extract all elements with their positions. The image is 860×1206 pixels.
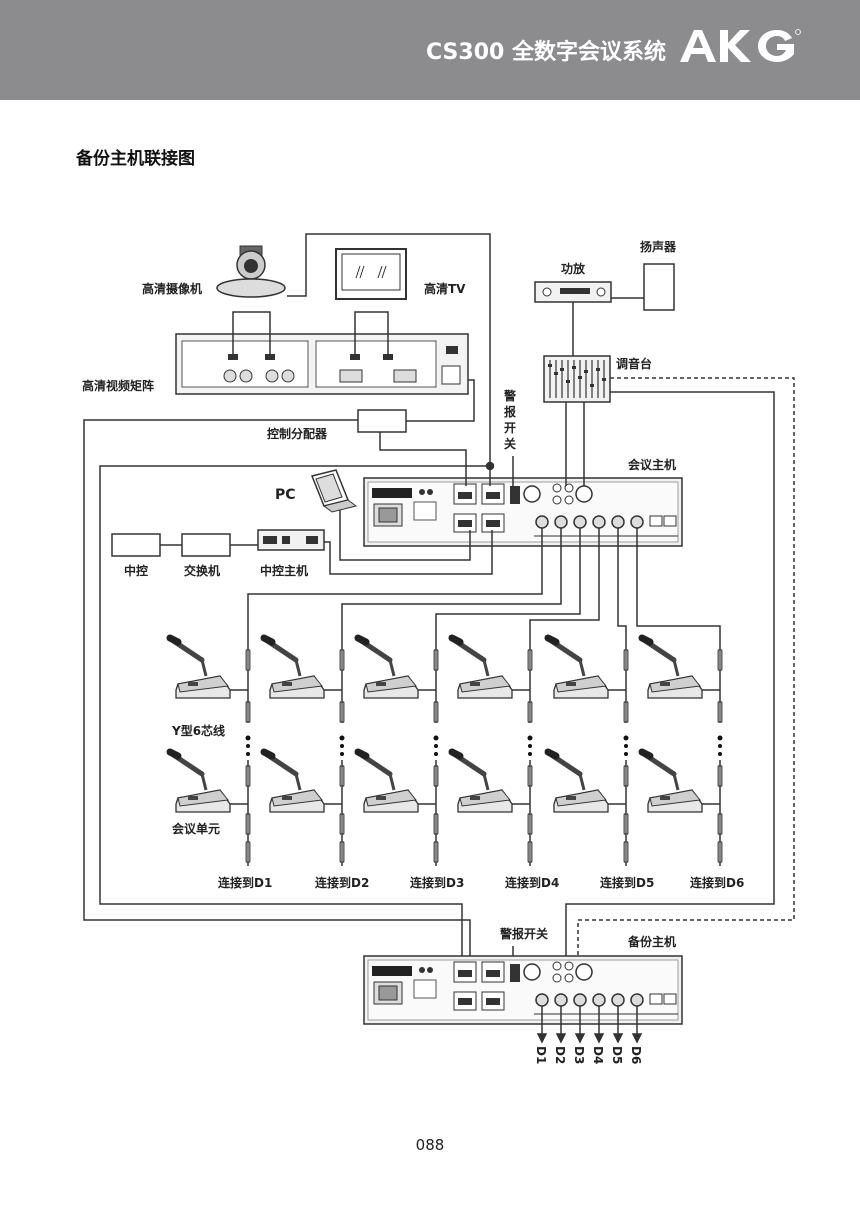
connect-label-d3: 连接到D3 xyxy=(410,875,464,890)
hd-camera-label: 高清摄像机 xyxy=(142,281,202,296)
central-control-host-label: 中控主机 xyxy=(260,563,308,578)
control-cables xyxy=(83,379,775,968)
connect-label-d1: 连接到D1 xyxy=(218,875,272,890)
backup-host-icon xyxy=(363,955,683,1025)
hd-tv-label: 高清TV xyxy=(424,281,466,296)
speaker-label: 扬声器 xyxy=(640,239,677,254)
output-label-d2: D2 xyxy=(553,1046,567,1064)
network-switch-icon xyxy=(181,533,231,557)
output-label-d5: D5 xyxy=(610,1046,624,1064)
page-number: 088 xyxy=(415,1136,445,1154)
alarm-switch-vertical-4: 关 xyxy=(504,436,516,451)
central-control-host-icon xyxy=(257,529,325,551)
hd-video-matrix-icon xyxy=(175,333,469,395)
section-title: 备份主机联接图 xyxy=(76,149,195,169)
network-switch-label: 交换机 xyxy=(184,563,220,578)
connect-label-d5: 连接到D5 xyxy=(600,875,654,890)
hd-camera-icon xyxy=(216,245,286,298)
pc-icon xyxy=(310,469,358,513)
av-cables xyxy=(232,233,491,470)
connect-label-d2: 连接到D2 xyxy=(315,875,369,890)
alarm-switch-label: 警报开关 xyxy=(499,926,548,941)
output-label-d6: D6 xyxy=(629,1046,643,1064)
connect-label-d6: 连接到D6 xyxy=(690,875,744,890)
amplifier-label: 功放 xyxy=(561,261,586,276)
backup-output-arrows xyxy=(536,1006,643,1044)
header-bar xyxy=(0,0,860,100)
y-cable-label: Y型6芯线 xyxy=(171,723,225,738)
ellipsis-dots xyxy=(245,735,723,756)
host-output-cables xyxy=(247,528,721,640)
amplifier-icon xyxy=(534,281,612,303)
mixer-label: 调音台 xyxy=(616,356,652,371)
speaker-icon xyxy=(643,263,675,311)
conference-host-icon xyxy=(363,477,683,547)
header-title: CS300 全数字会议系统 xyxy=(426,40,666,65)
alarm-switch-vertical-3: 开 xyxy=(504,421,516,435)
hd-tv-icon xyxy=(335,248,407,300)
central-control-icon xyxy=(111,533,161,557)
output-label-d3: D3 xyxy=(572,1046,586,1064)
conference-unit-label: 会议单元 xyxy=(172,821,220,836)
mixer-icon xyxy=(543,355,611,403)
backup-host-label: 备份主机 xyxy=(627,934,676,949)
alarm-switch-vertical-1: 警 xyxy=(503,388,516,403)
akg-logo xyxy=(680,29,801,62)
output-label-d1: D1 xyxy=(534,1046,548,1064)
central-control-label: 中控 xyxy=(124,563,148,578)
control-distributor-label: 控制分配器 xyxy=(267,426,328,441)
connect-label-d4: 连接到D4 xyxy=(505,875,559,890)
alarm-switch-vertical-2: 报 xyxy=(504,404,516,419)
control-distributor-icon xyxy=(357,409,407,433)
backup-dashed-link xyxy=(577,377,795,960)
pc-label: PC xyxy=(275,487,296,503)
hd-video-matrix-label: 高清视频矩阵 xyxy=(82,378,154,393)
conference-host-label: 会议主机 xyxy=(628,457,676,472)
output-label-d4: D4 xyxy=(591,1046,605,1064)
